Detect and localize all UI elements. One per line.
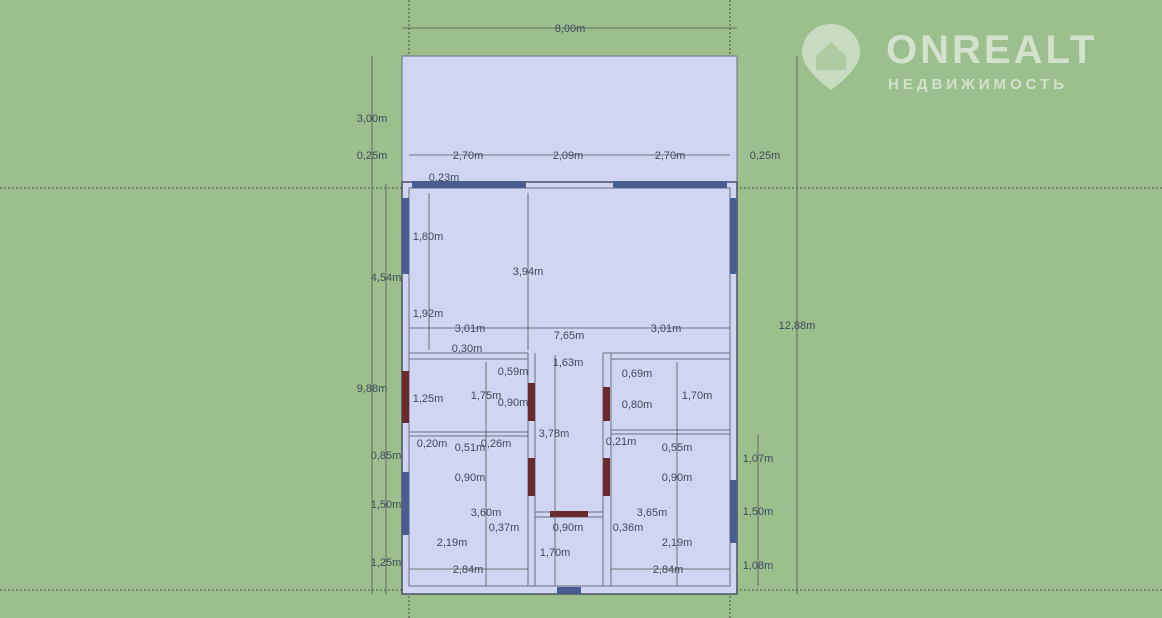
windows <box>402 181 737 594</box>
doors <box>402 371 610 517</box>
terrace <box>401 55 738 185</box>
dimension-label: 0,37m <box>489 522 520 534</box>
dimension-label: 1,25m <box>413 393 444 405</box>
dimension-label: 1,92m <box>413 308 444 320</box>
dimension-label: 3,65m <box>637 507 668 519</box>
dimension-label: 12,88m <box>779 320 816 332</box>
dimension-label: 0,90m <box>662 472 693 484</box>
dimension-label: 0,36m <box>613 522 644 534</box>
dimension-label: 1,50m <box>743 506 774 518</box>
dimension-label: 1,75m <box>471 390 502 402</box>
dimension-label: 1,80m <box>413 231 444 243</box>
dimension-label: 0,59m <box>498 366 529 378</box>
logo-name: ONREALT <box>886 28 1098 72</box>
dimension-label: 3,00m <box>357 113 388 125</box>
house-pin-icon <box>802 24 860 90</box>
dimension-label: 0,25m <box>357 150 388 162</box>
dimension-label: 2,70m <box>453 150 484 162</box>
dimension-label: 1,50m <box>371 499 402 511</box>
dimension-label: 0,80m <box>622 399 653 411</box>
dimension-label: 1,07m <box>743 453 774 465</box>
dimension-label: 2,84m <box>453 564 484 576</box>
dimension-label: 0,90m <box>455 472 486 484</box>
dimension-label: 0,25m <box>750 150 781 162</box>
dimension-labels: 8,00m 3,00m 0,25m 2,70m 2,09m 2,70m 0,25m 0,23m… <box>357 23 816 576</box>
dimension-label: 0,90m <box>553 522 584 534</box>
dimension-label: 2,70m <box>655 150 686 162</box>
dimension-label: 0,23m <box>429 172 460 184</box>
dimension-label: 0,90m <box>498 397 529 409</box>
logo-subtitle: НЕДВИЖИМОСТЬ <box>888 76 1069 93</box>
dimension-label: 3,60m <box>471 507 502 519</box>
dimension-label: 8,00m <box>555 23 586 35</box>
dimension-label: 1,70m <box>540 547 571 559</box>
dimension-label: 0,69m <box>622 368 653 380</box>
dimension-label: 1,08m <box>743 560 774 572</box>
dimension-label: 9,88m <box>357 383 388 395</box>
dimension-label: 2,19m <box>437 537 468 549</box>
dimension-label: 0,51m <box>455 442 486 454</box>
dimension-label: 0,20m <box>417 438 448 450</box>
dimension-label: 7,65m <box>554 330 585 342</box>
dimension-label: 0,21m <box>606 436 637 448</box>
dimension-label: 2,19m <box>662 537 693 549</box>
dimension-label: 0,26m <box>481 438 512 450</box>
dimension-label: 2,84m <box>653 564 684 576</box>
dimension-label: 3,94m <box>513 266 544 278</box>
dimension-label: 0,30m <box>452 343 483 355</box>
dimension-label: 1,70m <box>682 390 713 402</box>
dimension-label: 0,55m <box>662 442 693 454</box>
dimension-label: 3,01m <box>651 323 682 335</box>
dimension-label: 1,25m <box>371 557 402 569</box>
dimension-label: 3,78m <box>539 428 570 440</box>
dimension-lines <box>371 27 798 594</box>
dimension-label: 4,54m <box>371 272 402 284</box>
dimension-label: 2,09m <box>553 150 584 162</box>
dimension-label: 3,01m <box>455 323 486 335</box>
dimension-label: 1,63m <box>553 357 584 369</box>
dimension-label: 0,85m <box>371 450 402 462</box>
